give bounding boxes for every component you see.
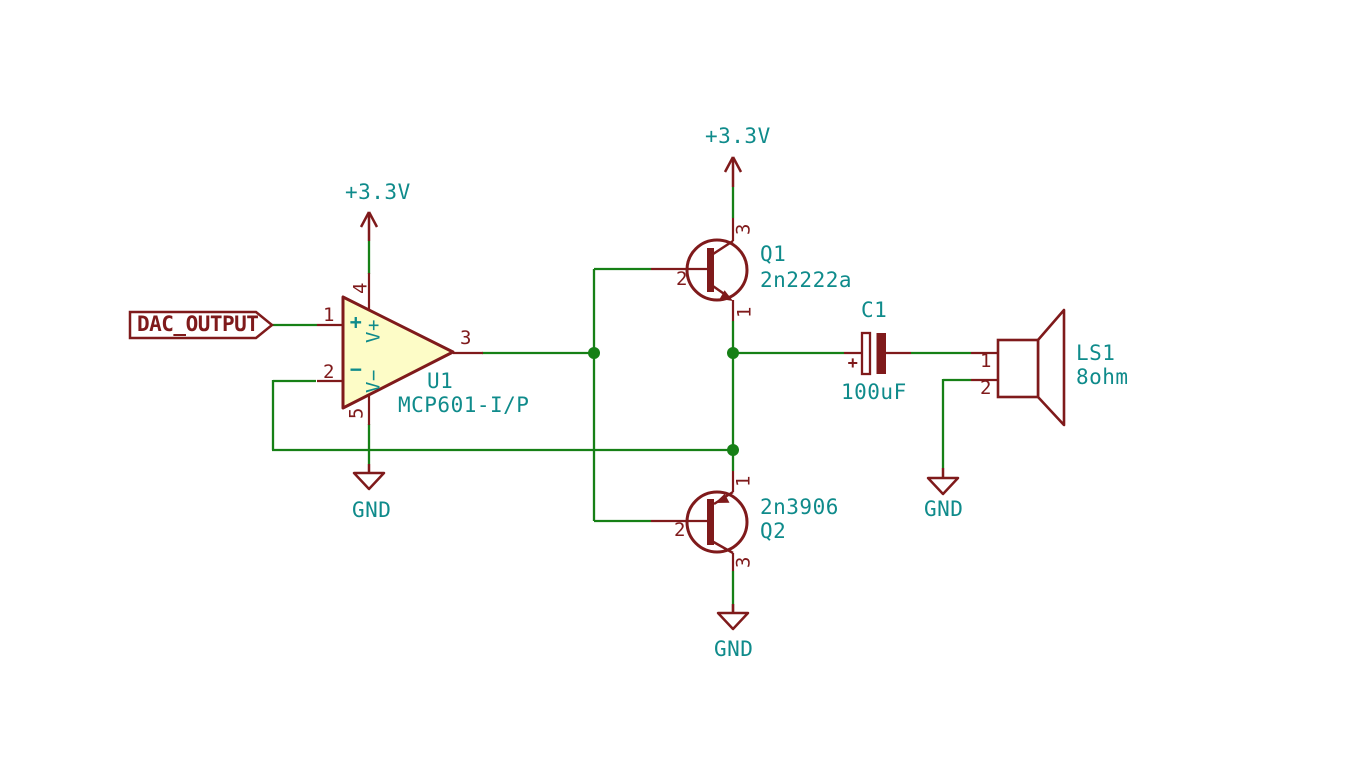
c1-symbol[interactable] [844,331,911,376]
opamp-vminus-text: V− [362,369,385,393]
speaker-cone [1036,308,1066,427]
speaker-frame[interactable] [996,338,1040,399]
c1-ref[interactable]: C1 [861,298,888,322]
q2-base-pin-number: 2 [674,519,686,541]
opamp-triangle[interactable] [341,295,455,410]
opamp-pin1-number: 1 [323,304,335,326]
q2-symbol[interactable] [651,471,749,571]
speaker-ref[interactable]: LS1 [1076,341,1116,365]
opamp-noninv-mark: + [349,310,363,334]
q2-collector-line [709,538,734,555]
vcc-label-q1[interactable]: +3.3V [705,124,771,148]
speaker-pin1-number: 1 [980,350,992,372]
q1-collector-line [709,239,734,258]
q2-emitter-arrow [715,493,730,503]
c1-plate-negative [876,333,886,374]
opamp-ref[interactable]: U1 [427,369,454,393]
q1-base-pin-number: 2 [676,268,688,290]
q2-collector-pin-number: 3 [732,556,755,568]
q2-ref[interactable]: Q2 [760,519,787,543]
gnd-symbols[interactable] [352,464,960,631]
gnd-symbol-speaker[interactable] [926,468,960,496]
vcc-label-opamp[interactable]: +3.3V [345,180,411,204]
c1-polarity-mark: + [847,353,859,374]
q1-value[interactable]: 2n2222a [760,268,853,292]
q1-collector-pin-number: 3 [732,223,755,235]
vcc-arrow-q1[interactable] [723,156,743,187]
vcc-arrow-opamp[interactable] [359,211,379,241]
c1-value[interactable]: 100uF [841,380,907,404]
q1-emitter-arrow [719,290,733,301]
q1-ref[interactable]: Q1 [760,242,787,266]
q1-symbol[interactable] [651,218,749,321]
gnd-label-q2[interactable]: GND [714,637,754,661]
vcc-symbols[interactable] [359,156,743,241]
opamp-pin2-number: 2 [323,361,335,383]
opamp-pin4-number: 4 [349,282,372,294]
q2-value[interactable]: 2n3906 [760,495,839,519]
gnd-label-speaker[interactable]: GND [924,497,964,521]
speaker-symbol[interactable] [971,308,1066,427]
speaker-pin2-number: 2 [980,377,992,399]
c1-plate-positive [860,331,872,376]
q1-emitter-pin-number: 1 [733,306,756,318]
dac-output-label-text[interactable]: DAC_OUTPUT [137,312,259,336]
dac-output-label-shape[interactable] [128,310,274,340]
junction-opamp-out [588,347,600,359]
junction-output-bottom [727,444,739,456]
opamp-pin5-number: 5 [345,407,368,419]
junction-dots [588,347,739,456]
opamp-value[interactable]: MCP601-I/P [398,393,530,417]
opamp-pin3-number: 3 [460,327,472,349]
opamp-symbol[interactable] [317,273,483,425]
speaker-value[interactable]: 8ohm [1076,365,1129,389]
junction-output-top [727,347,739,359]
gnd-symbol-opamp[interactable] [352,464,386,491]
gnd-symbol-q2[interactable] [716,604,750,631]
gnd-label-opamp[interactable]: GND [352,498,392,522]
opamp-inv-mark: − [349,357,363,381]
q2-emitter-pin-number: 1 [732,475,755,487]
opamp-vplus-text: V+ [362,319,385,343]
